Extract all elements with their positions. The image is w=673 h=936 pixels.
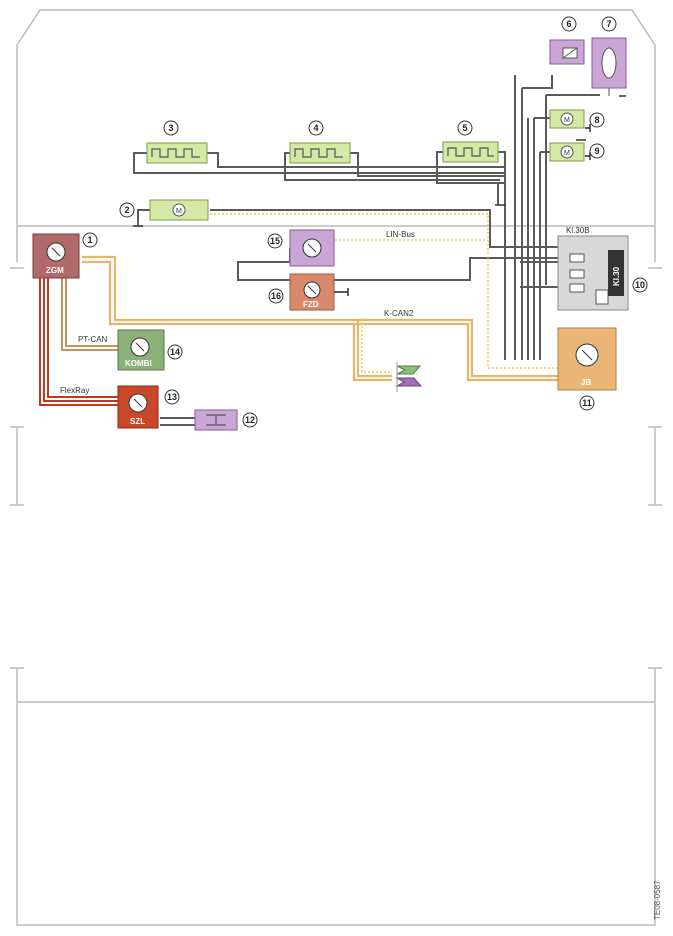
callout-8: 8 — [594, 115, 599, 125]
hall-sensor-6 — [549, 39, 585, 65]
callout-4: 4 — [313, 123, 318, 133]
lamp-7 — [591, 37, 627, 96]
kombi-label: KOMBI — [125, 359, 152, 368]
module-szl: SZL — [117, 385, 159, 429]
szl-label: SZL — [130, 417, 145, 426]
callout-numbers: 1 2 3 4 5 6 7 8 9 10 11 12 13 14 15 16 — [87, 19, 645, 425]
callout-16: 16 — [271, 291, 281, 301]
relay-title-label: Kl.30B — [566, 226, 590, 235]
motor-2: M — [149, 199, 209, 221]
motor-8: M — [549, 109, 585, 129]
wiring — [133, 75, 626, 426]
callout-3: 3 — [168, 123, 173, 133]
gateway-arrows — [395, 362, 423, 392]
callout-13: 13 — [167, 392, 177, 402]
lin-bus — [210, 213, 558, 373]
flexray-bus — [39, 278, 118, 406]
figure-code: TE08-0587 — [653, 880, 662, 920]
heater-5 — [442, 141, 499, 163]
ptcan-label: PT-CAN — [78, 335, 108, 344]
callout-12: 12 — [245, 415, 255, 425]
callout-9: 9 — [594, 146, 599, 156]
module-15 — [289, 229, 335, 267]
relay-side-label: Kl.30 — [612, 266, 621, 286]
callout-15: 15 — [270, 236, 280, 246]
svg-text:M: M — [564, 117, 570, 124]
callout-10: 10 — [635, 280, 645, 290]
callouts — [82, 16, 648, 428]
relay-box-10: Kl.30 Kl.30B — [557, 226, 629, 311]
callout-7: 7 — [606, 19, 611, 29]
zgm-label: ZGM — [46, 266, 64, 275]
vehicle-outline — [10, 9, 662, 926]
module-zgm: ZGM — [32, 233, 80, 279]
module-fzd: FZD — [289, 273, 335, 311]
flexray-label: FlexRay — [60, 386, 89, 395]
callout-2: 2 — [124, 205, 129, 215]
callout-6: 6 — [566, 19, 571, 29]
callout-14: 14 — [170, 347, 180, 357]
module-jb: JB — [557, 327, 617, 391]
kcan2-bus — [82, 255, 558, 382]
ptcan-bus — [61, 278, 118, 351]
kcan2-label: K-CAN2 — [384, 309, 414, 318]
module-kombi: KOMBI — [117, 329, 165, 371]
callout-11: 11 — [582, 398, 592, 408]
lin-bus-label: LIN-Bus — [386, 230, 415, 239]
heater-4 — [289, 142, 351, 164]
switch-12 — [194, 409, 238, 431]
heater-3 — [146, 142, 208, 164]
svg-text:M: M — [564, 150, 570, 157]
jb-label: JB — [581, 378, 591, 387]
callout-1: 1 — [87, 235, 92, 245]
motor-9: M — [549, 142, 585, 162]
fzd-label: FZD — [303, 300, 319, 309]
callout-5: 5 — [462, 123, 467, 133]
svg-text:M: M — [176, 208, 182, 215]
